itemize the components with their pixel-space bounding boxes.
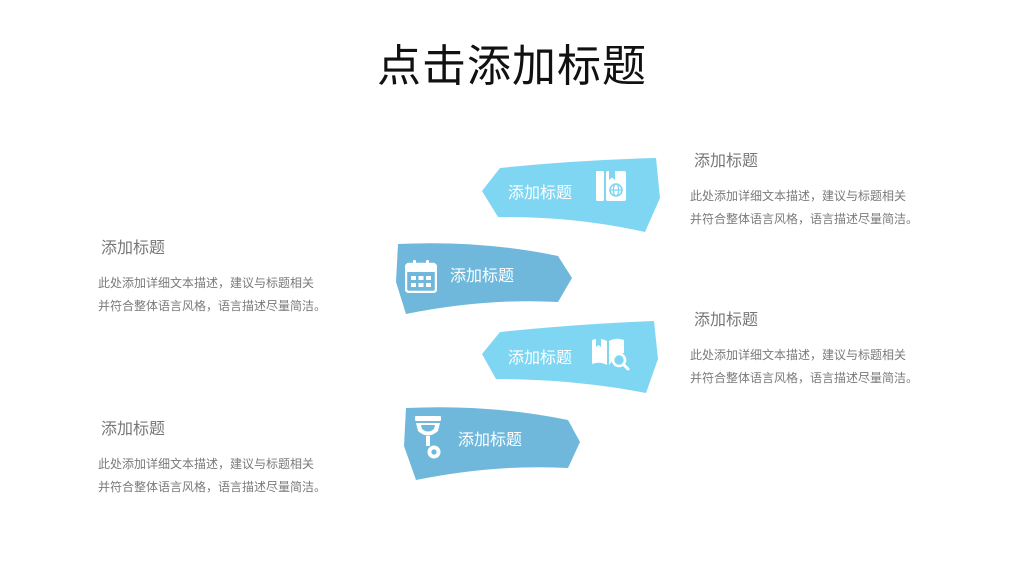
ribbon-2-label: 添加标题 <box>450 266 515 285</box>
text-block-2: 添加标题 此处添加详细文本描述，建议与标题相关 并符合整体语言风格，语言描述尽量… <box>98 234 326 318</box>
calendar-icon <box>404 259 438 297</box>
text-block-4: 添加标题 此处添加详细文本描述，建议与标题相关 并符合整体语言风格，语言描述尽量… <box>98 415 326 499</box>
text-block-2-line-1[interactable]: 此处添加详细文本描述，建议与标题相关 <box>98 276 315 290</box>
ribbon-4[interactable]: 添加标题 <box>404 406 582 481</box>
ribbon-4-shape <box>404 407 580 480</box>
text-block-2-heading[interactable]: 添加标题 <box>101 238 166 257</box>
ribbon-2-shape <box>396 243 572 314</box>
ribbon-3[interactable]: 添加标题 <box>482 321 660 394</box>
text-block-4-line-2[interactable]: 并符合整体语言风格，语言描述尽量简洁。 <box>98 480 327 494</box>
text-block-3-line-1[interactable]: 此处添加详细文本描述，建议与标题相关 <box>690 348 907 362</box>
text-block-2-line-2[interactable]: 并符合整体语言风格，语言描述尽量简洁。 <box>98 299 327 313</box>
text-block-1-heading[interactable]: 添加标题 <box>694 151 759 170</box>
text-block-3-heading[interactable]: 添加标题 <box>694 310 759 329</box>
text-block-4-line-1[interactable]: 此处添加详细文本描述，建议与标题相关 <box>98 457 315 471</box>
text-block-4-heading[interactable]: 添加标题 <box>101 419 166 438</box>
ribbon-3-label: 添加标题 <box>508 348 573 367</box>
text-block-3: 添加标题 此处添加详细文本描述，建议与标题相关 并符合整体语言风格，语言描述尽量… <box>690 306 918 390</box>
text-block-1-line-1[interactable]: 此处添加详细文本描述，建议与标题相关 <box>690 189 907 203</box>
passport-globe-icon <box>594 168 630 208</box>
book-search-icon <box>590 335 630 375</box>
ribbon-1-label: 添加标题 <box>508 183 573 202</box>
text-block-3-line-2[interactable]: 并符合整体语言风格，语言描述尽量简洁。 <box>690 371 919 385</box>
ribbon-4-label: 添加标题 <box>458 430 523 449</box>
ribbon-1[interactable]: 添加标题 <box>482 158 664 233</box>
text-block-1-line-2[interactable]: 并符合整体语言风格，语言描述尽量简洁。 <box>690 212 919 226</box>
slide-title[interactable]: 点击添加标题 <box>377 41 647 92</box>
ribbon-3-shape <box>482 321 658 393</box>
chalice-gear-icon <box>412 414 446 466</box>
text-block-1: 添加标题 此处添加详细文本描述，建议与标题相关 并符合整体语言风格，语言描述尽量… <box>690 147 918 231</box>
ribbon-2[interactable]: 添加标题 <box>396 242 574 315</box>
